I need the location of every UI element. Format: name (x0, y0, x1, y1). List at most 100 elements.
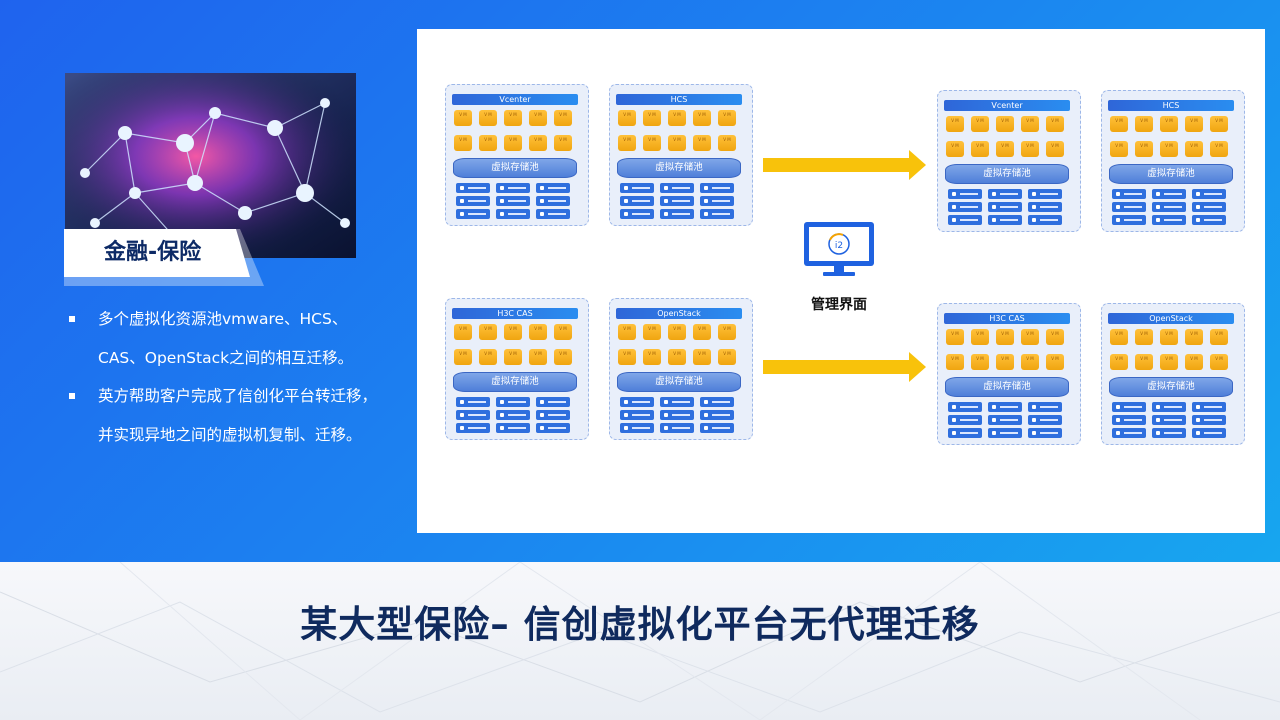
storage-pool: 虚拟存储池 (617, 158, 741, 178)
server-unit (1112, 402, 1146, 412)
vm-tile: V M (618, 135, 636, 151)
storage-pool: 虚拟存储池 (945, 164, 1069, 184)
server-unit (660, 209, 694, 219)
server-grid (1112, 402, 1236, 438)
vm-tile: V M (1021, 116, 1039, 132)
server-unit (536, 209, 570, 219)
vm-tile: V M (1021, 354, 1039, 370)
server-unit (1152, 402, 1186, 412)
server-unit (536, 423, 570, 433)
server-grid (456, 183, 580, 219)
vm-tile: V M (618, 349, 636, 365)
server-unit (988, 428, 1022, 438)
pool-title: OpenStack (1108, 313, 1234, 324)
vm-tile: V M (946, 116, 964, 132)
server-unit (700, 410, 734, 420)
management-label: 管理界面 (811, 297, 867, 313)
server-unit (700, 397, 734, 407)
server-unit (536, 183, 570, 193)
server-unit (1192, 189, 1226, 199)
vm-tile: V M (668, 324, 686, 340)
vm-tile: V M (718, 110, 736, 126)
vm-tile: V M (1110, 116, 1128, 132)
vm-tile: V M (668, 110, 686, 126)
vm-tile: V M (1110, 354, 1128, 370)
pool-title: HCS (1108, 100, 1234, 111)
server-unit (948, 189, 982, 199)
vm-tile: V M (554, 110, 572, 126)
vm-tile: V M (1110, 329, 1128, 345)
vm-tile: V M (1210, 329, 1228, 345)
bullet-list: 多个虚拟化资源池vmware、HCS、CAS、OpenStack之间的相互迁移。… (66, 300, 386, 454)
server-unit (456, 196, 490, 206)
vm-tile: V M (718, 349, 736, 365)
server-unit (988, 202, 1022, 212)
vm-tile: V M (1135, 329, 1153, 345)
vm-tile: V M (1160, 354, 1178, 370)
vm-tile: V M (1210, 116, 1228, 132)
server-unit (456, 397, 490, 407)
server-unit (536, 410, 570, 420)
bullet-dot (69, 393, 75, 399)
vm-tile: V M (554, 349, 572, 365)
bullet-item: 英方帮助客户完成了信创化平台转迁移，并实现异地之间的虚拟机复制、迁移。 (66, 377, 386, 454)
server-unit (620, 410, 654, 420)
server-unit (1112, 202, 1146, 212)
vm-tile: V M (504, 110, 522, 126)
vm-tile: V M (643, 324, 661, 340)
storage-pool: 虚拟存储池 (453, 158, 577, 178)
bottom-decoration (0, 562, 1280, 720)
vm-tile: V M (1046, 141, 1064, 157)
storage-pool: 虚拟存储池 (945, 377, 1069, 397)
server-unit (988, 415, 1022, 425)
vm-tile: V M (693, 324, 711, 340)
vm-tile: V M (693, 135, 711, 151)
server-unit (988, 189, 1022, 199)
vm-tile: V M (554, 324, 572, 340)
server-unit (1028, 215, 1062, 225)
badge-shape (64, 229, 264, 286)
vm-tile: V M (454, 110, 472, 126)
server-unit (948, 202, 982, 212)
vm-tile: V M (946, 354, 964, 370)
vm-tile: V M (618, 110, 636, 126)
vm-tile: V M (1210, 141, 1228, 157)
vm-tile: V M (693, 349, 711, 365)
server-unit (700, 183, 734, 193)
vm-tile: V M (1046, 116, 1064, 132)
monitor-logo: i2 (835, 241, 843, 251)
vm-tile: V M (1046, 354, 1064, 370)
server-unit (700, 196, 734, 206)
server-unit (1192, 428, 1226, 438)
server-unit (948, 428, 982, 438)
vm-tile: V M (454, 324, 472, 340)
storage-pool: 虚拟存储池 (1109, 164, 1233, 184)
pool-title: Vcenter (944, 100, 1070, 111)
storage-pool: 虚拟存储池 (453, 372, 577, 392)
vm-tile: V M (1135, 141, 1153, 157)
vm-tile: V M (454, 135, 472, 151)
vm-tile: V M (1135, 116, 1153, 132)
server-grid (948, 402, 1072, 438)
vm-tile: V M (1021, 141, 1039, 157)
server-unit (988, 402, 1022, 412)
vm-tile: V M (1185, 141, 1203, 157)
server-unit (1112, 215, 1146, 225)
vm-tile: V M (1185, 329, 1203, 345)
server-grid (456, 397, 580, 433)
network-photo (65, 73, 356, 258)
server-unit (1152, 189, 1186, 199)
storage-pool: 虚拟存储池 (1109, 377, 1233, 397)
storage-pool: 虚拟存储池 (617, 372, 741, 392)
server-grid (620, 397, 744, 433)
server-unit (1152, 215, 1186, 225)
server-unit (660, 423, 694, 433)
vm-tile: V M (554, 135, 572, 151)
server-unit (948, 402, 982, 412)
